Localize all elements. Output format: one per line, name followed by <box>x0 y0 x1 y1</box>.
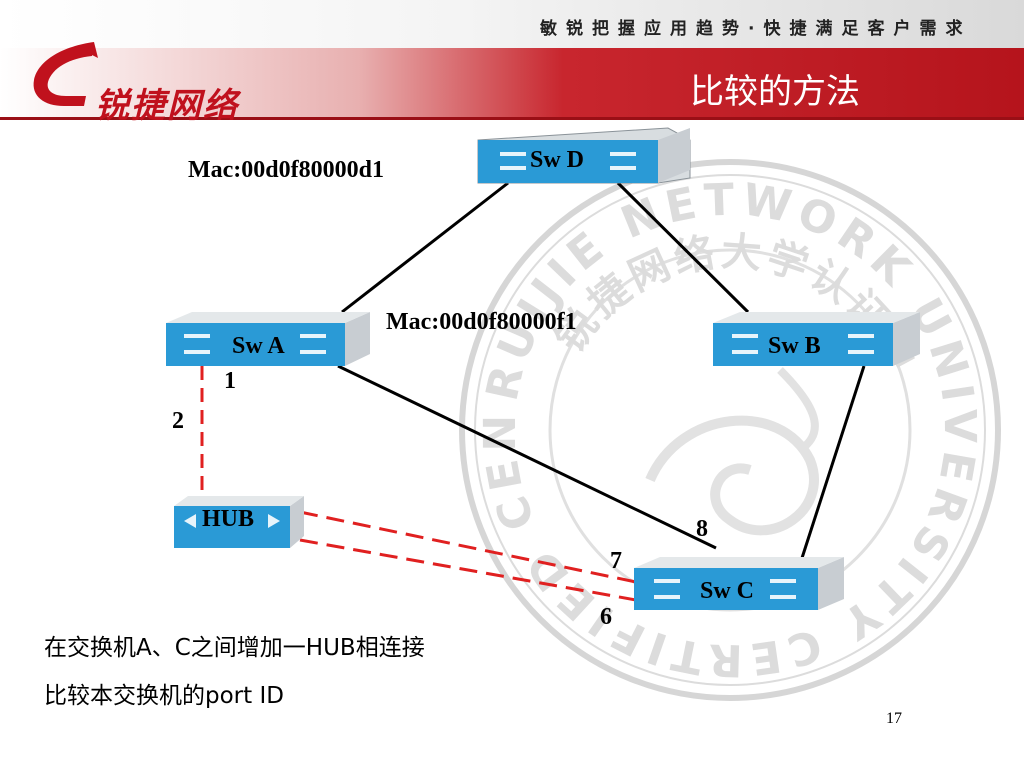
link-d-b <box>616 181 750 314</box>
link-hub-c-upper <box>299 510 637 584</box>
switch-d-label: Sw D <box>530 147 585 173</box>
body-text-line2: 比较本交换机的port ID <box>44 683 284 709</box>
link-d-a <box>341 181 509 314</box>
hub-label: HUB <box>202 506 255 532</box>
slogan: 敏锐把握应用趋势·快捷满足客户需求 <box>540 19 972 39</box>
body-text-line1: 在交换机A、C之间增加一HUB相连接 <box>44 635 425 661</box>
link-b-c <box>800 365 866 559</box>
switch-a-label: Sw A <box>232 333 285 359</box>
header-band <box>0 0 1024 120</box>
link-a-c <box>337 364 717 550</box>
mac-label-a: Mac:00d0f80000f1 <box>386 309 577 335</box>
port-label-a-c: 1 <box>224 368 236 394</box>
switch-d-shape <box>477 127 691 184</box>
switch-c-label: Sw C <box>700 578 755 604</box>
mac-label-d: Mac:00d0f80000d1 <box>188 157 384 183</box>
ruijie-logo-icon <box>33 42 98 106</box>
slide-title: 比较的方法 <box>690 72 860 112</box>
port-label-c-hub-lower: 6 <box>600 604 612 630</box>
switch-a-shape <box>166 312 370 366</box>
switch-c-shape <box>634 557 844 610</box>
port-label-c-b: 8 <box>696 516 708 542</box>
hub-shape <box>174 496 304 548</box>
switch-b-label: Sw B <box>768 333 821 359</box>
page-number: 17 <box>886 710 902 727</box>
switch-b-shape <box>713 312 920 366</box>
link-hub-c-lower <box>299 538 637 602</box>
logo-text: 锐捷网络 <box>95 86 239 126</box>
port-label-a-hub: 2 <box>172 408 184 434</box>
port-label-c-hub-upper: 7 <box>610 548 622 574</box>
